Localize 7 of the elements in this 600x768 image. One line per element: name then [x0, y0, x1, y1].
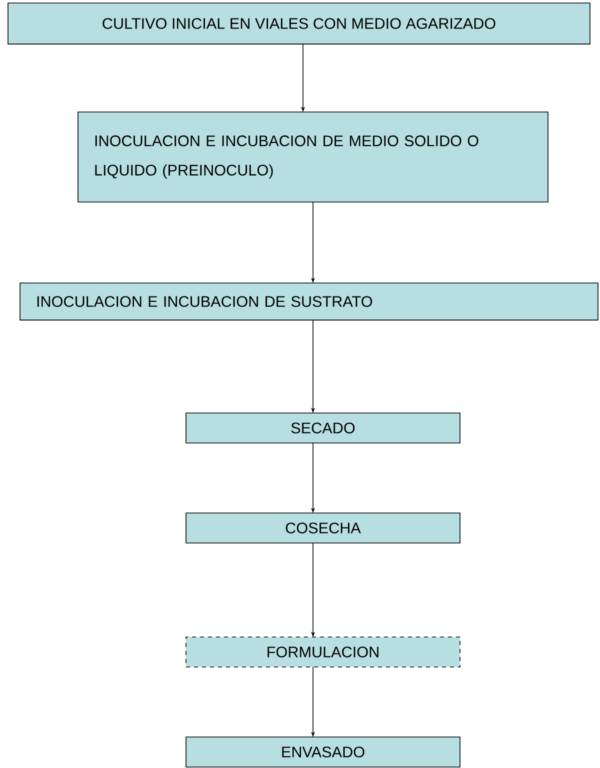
process-box: INOCULACION E INCUBACION DE MEDIO SOLIDO O LIQUIDO (PREINOCULO) [78, 112, 548, 202]
process-box: FORMULACION [186, 636, 460, 668]
process-box: ENVASADO [186, 736, 460, 768]
process-box: CULTIVO INICIAL EN VIALES CON MEDIO AGARIZADO [8, 2, 590, 44]
process-box: INOCULACION E INCUBACION DE SUSTRATO [20, 282, 598, 320]
process-box: SECADO [186, 412, 460, 444]
process-box: COSECHA [186, 512, 460, 544]
